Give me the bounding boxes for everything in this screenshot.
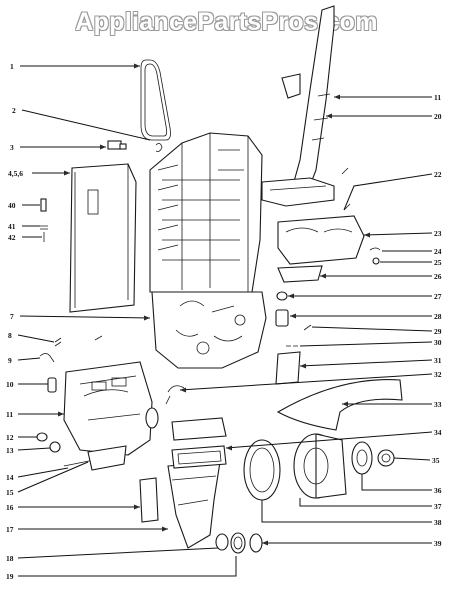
callout-9: 9 xyxy=(8,356,12,365)
part-gasket-39 xyxy=(249,533,263,553)
part-handle-base xyxy=(261,177,335,207)
callout-3: 3 xyxy=(10,143,14,152)
callout-7: 7 xyxy=(10,312,14,321)
callout-4-5-6: 4,5,6 xyxy=(8,169,23,178)
part-motor xyxy=(243,433,373,501)
callout-14: 14 xyxy=(6,473,14,482)
part-bracket-26 xyxy=(277,265,323,283)
part-cord xyxy=(140,59,171,141)
part-40 xyxy=(40,198,47,212)
callout-17: 17 xyxy=(6,525,14,534)
callout-20: 20 xyxy=(434,112,442,121)
callout-15: 15 xyxy=(6,488,14,497)
callout-18: 18 xyxy=(6,554,14,563)
part-25 xyxy=(372,257,380,265)
part-handle xyxy=(281,5,335,197)
part-ring-27 xyxy=(276,291,288,301)
part-switch-28 xyxy=(275,309,289,327)
callout-28: 28 xyxy=(434,312,442,321)
part-shroud-33 xyxy=(276,379,403,431)
part-nut-35 xyxy=(377,449,395,467)
part-wheel-13 xyxy=(49,441,61,453)
callout-22: 22 xyxy=(434,170,442,179)
part-24 xyxy=(369,247,381,251)
part-axle-14 xyxy=(63,459,95,467)
callout-24: 24 xyxy=(434,247,442,256)
callout-23: 23 xyxy=(434,229,442,238)
part-dirt-cup xyxy=(167,461,221,549)
callout-34: 34 xyxy=(434,428,442,437)
part-front-door xyxy=(69,163,137,313)
callout-11-right: 11 xyxy=(434,93,441,102)
callout-13: 13 xyxy=(6,446,14,455)
callout-41: 41 xyxy=(8,222,16,231)
callout-31: 31 xyxy=(434,356,442,365)
part-fitting-3 xyxy=(107,140,127,150)
callout-1: 1 xyxy=(10,62,14,71)
callout-29: 29 xyxy=(434,327,442,336)
part-knob-10 xyxy=(47,377,57,393)
part-seal-19 xyxy=(230,532,246,554)
callout-35: 35 xyxy=(432,456,440,465)
callout-32: 32 xyxy=(434,370,442,379)
part-wheel-12 xyxy=(36,432,48,442)
leader-lines xyxy=(17,63,433,577)
part-main-body xyxy=(149,132,263,293)
callout-39: 39 xyxy=(434,539,442,548)
callout-19: 19 xyxy=(6,572,14,581)
part-base-hood xyxy=(63,361,159,456)
callout-38: 38 xyxy=(434,518,442,527)
part-bumper-15 xyxy=(87,445,127,471)
part-41 xyxy=(40,225,48,230)
callout-33: 33 xyxy=(434,400,442,409)
part-screw-22a xyxy=(341,167,349,175)
callout-36: 36 xyxy=(434,486,442,495)
part-screw-8a xyxy=(54,337,62,347)
callout-11-left: 11 xyxy=(6,410,13,419)
callout-numbers: 1 2 3 4,5,6 40 41 42 7 8 9 10 11 12 13 1… xyxy=(6,62,442,581)
part-screw-29 xyxy=(303,324,312,331)
callout-30: 30 xyxy=(434,338,442,347)
callout-10: 10 xyxy=(6,380,14,389)
part-screw-8b xyxy=(94,335,103,341)
part-switch-9 xyxy=(39,353,55,363)
part-screw-22b xyxy=(343,203,351,211)
callout-8: 8 xyxy=(8,331,12,340)
part-lower-housing xyxy=(151,291,267,369)
part-clip xyxy=(155,143,163,152)
part-panel-31 xyxy=(275,351,301,385)
callout-37: 37 xyxy=(434,502,442,511)
callout-26: 26 xyxy=(434,272,442,281)
callout-42: 42 xyxy=(8,233,16,242)
callout-12: 12 xyxy=(6,433,14,442)
part-seal-18 xyxy=(215,533,229,551)
part-hook-32 xyxy=(165,385,185,405)
callout-27: 27 xyxy=(434,292,442,301)
part-filter-16 xyxy=(139,477,159,523)
part-filter-frame xyxy=(171,417,227,469)
callout-16: 16 xyxy=(6,503,14,512)
part-motor-cover xyxy=(277,215,365,265)
callout-40: 40 xyxy=(8,201,16,210)
callout-2: 2 xyxy=(12,106,16,115)
callout-25: 25 xyxy=(434,258,442,267)
part-seal-19-inner xyxy=(233,536,243,550)
